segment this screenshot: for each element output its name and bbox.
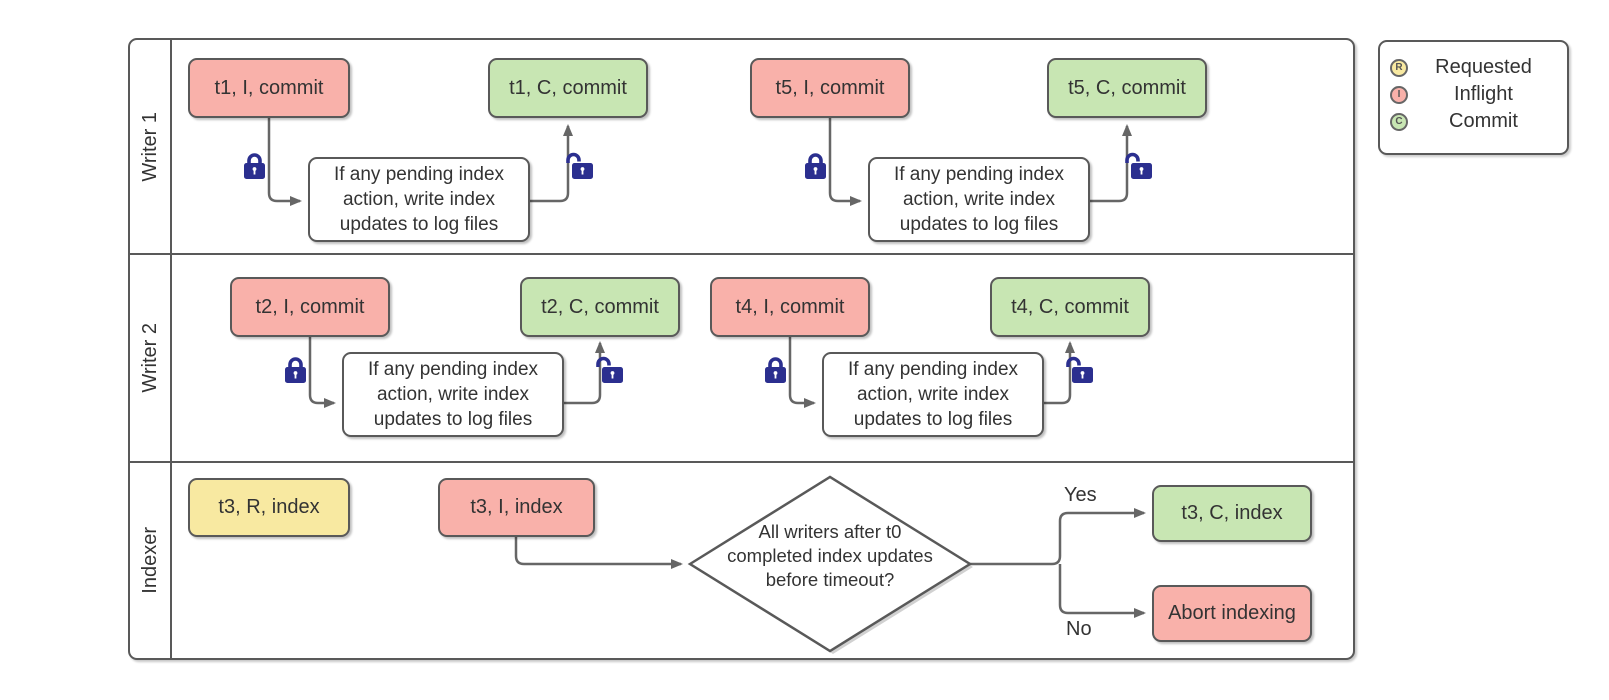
lane-indexer-label-cell: Indexer [130, 463, 172, 658]
state-box-t1-commit: t1, C, commit [488, 58, 648, 118]
lock-icon [244, 153, 265, 179]
state-box-abort-indexing: Abort indexing [1152, 585, 1312, 642]
process-box-writer2-t4: If any pending index action, write index… [822, 352, 1044, 437]
unlock-icon [566, 152, 593, 179]
process-box-writer2-t2: If any pending index action, write index… [342, 352, 564, 437]
state-box-t4-inflight: t4, I, commit [710, 277, 870, 337]
no-label: No [1066, 618, 1092, 640]
lock-icon [285, 357, 306, 383]
lock-icon [765, 357, 786, 383]
commit-badge-icon: C [1390, 112, 1408, 131]
edge-decision-no [1058, 564, 1146, 618]
edge-process-to-t5-commit [1090, 124, 1132, 203]
edge-t3-inflight-to-decision [514, 537, 683, 569]
legend-label-requested: Requested [1435, 56, 1532, 78]
legend-label-commit: Commit [1449, 110, 1518, 132]
state-box-t5-commit: t5, C, commit [1047, 58, 1207, 118]
decision-diamond [687, 475, 973, 653]
process-box-writer1-t5: If any pending index action, write index… [868, 157, 1090, 242]
state-box-t1-inflight: t1, I, commit [188, 58, 350, 118]
lane-writer1: Writer 1 [130, 40, 1353, 255]
edge-t1-inflight-to-process [267, 118, 302, 206]
edge-process-to-t1-commit [530, 124, 573, 203]
edge-process-to-t4-commit [1044, 341, 1075, 405]
unlock-icon [1125, 152, 1152, 179]
edge-t5-inflight-to-process [828, 118, 862, 206]
state-box-t5-inflight: t5, I, commit [750, 58, 910, 118]
lane-writer2-label-cell: Writer 2 [130, 255, 172, 461]
process-box-writer1-t1: If any pending index action, write index… [308, 157, 530, 242]
state-box-t3-requested: t3, R, index [188, 478, 350, 537]
edge-process-to-t2-commit [564, 341, 605, 405]
edge-decision-yes [970, 508, 1146, 566]
legend-label-inflight: Inflight [1454, 83, 1513, 105]
state-box-t3-commit: t3, C, index [1152, 485, 1312, 542]
edge-t2-inflight-to-process [308, 337, 336, 408]
legend: R Requested I Inflight C Commit [1378, 40, 1569, 155]
state-box-t3-inflight: t3, I, index [438, 478, 595, 537]
inflight-badge-icon: I [1390, 85, 1408, 104]
state-box-t2-inflight: t2, I, commit [230, 277, 390, 337]
legend-item-commit: C Commit [1390, 108, 1559, 135]
unlock-icon [596, 356, 623, 383]
state-box-t4-commit: t4, C, commit [990, 277, 1150, 337]
legend-item-inflight: I Inflight [1390, 81, 1559, 108]
state-box-t2-commit: t2, C, commit [520, 277, 680, 337]
lock-icon [805, 153, 826, 179]
decision-text: All writers after t0 completed index upd… [727, 521, 933, 591]
unlock-icon [1066, 356, 1093, 383]
lane-writer1-label-cell: Writer 1 [130, 40, 172, 253]
legend-item-requested: R Requested [1390, 54, 1559, 81]
lane-writer2: Writer 2 [130, 255, 1353, 463]
lane-indexer: Indexer [130, 463, 1353, 658]
requested-badge-icon: R [1390, 58, 1408, 77]
edge-t4-inflight-to-process [788, 337, 816, 408]
yes-label: Yes [1064, 484, 1097, 506]
